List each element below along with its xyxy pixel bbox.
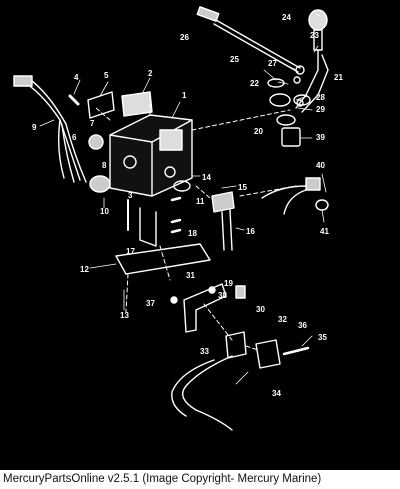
callout-18: 18 [188, 229, 197, 238]
copyright-caption: MercuryPartsOnline v2.5.1 (Image Copyrig… [0, 470, 400, 489]
callout-26: 26 [180, 33, 189, 42]
callout-40: 40 [316, 161, 325, 170]
callout-20: 20 [254, 127, 263, 136]
callout-17: 17 [126, 247, 135, 256]
callout-41: 41 [320, 227, 329, 236]
callout-16: 16 [246, 227, 255, 236]
callout-5: 5 [104, 71, 109, 80]
callout-24: 24 [282, 13, 291, 22]
callout-10: 10 [100, 207, 109, 216]
screw [68, 94, 80, 106]
callout-29: 29 [316, 105, 325, 114]
callout-6: 6 [72, 133, 77, 142]
key-switch [88, 134, 104, 150]
callout-27: 27 [268, 59, 277, 68]
throttle-cable [182, 355, 233, 431]
bolts [170, 196, 182, 234]
callout-30: 30 [256, 305, 265, 314]
callout-numbers: 1 2 3 4 5 6 7 8 9 10 11 12 13 14 15 16 1… [32, 13, 343, 398]
callout-32: 32 [278, 315, 287, 324]
callout-12: 12 [80, 265, 89, 274]
callout-22: 22 [250, 79, 259, 88]
neutral-switch [211, 191, 235, 213]
bracket [139, 207, 157, 247]
control-box [109, 114, 193, 197]
cover [121, 91, 153, 117]
mounting-plate [87, 91, 115, 119]
spacer [173, 180, 191, 192]
callout-38: 38 [218, 291, 227, 300]
switch-wires [221, 209, 233, 251]
callout-34: 34 [272, 389, 281, 398]
callout-21: 21 [334, 73, 343, 82]
callout-8: 8 [102, 161, 107, 170]
callout-7: 7 [90, 119, 95, 128]
callout-15: 15 [238, 183, 247, 192]
callout-1: 1 [182, 91, 187, 100]
callout-9: 9 [32, 123, 37, 132]
cable-anchor [255, 339, 281, 369]
callout-19: 19 [224, 279, 233, 288]
throttle-lever [183, 283, 227, 333]
callout-39: 39 [316, 133, 325, 142]
trim-switch [261, 177, 329, 215]
callout-2: 2 [148, 69, 153, 78]
callout-35: 35 [318, 333, 327, 342]
callout-37: 37 [146, 299, 155, 308]
callout-25: 25 [230, 55, 239, 64]
callout-14: 14 [202, 173, 211, 182]
bracket-plate [281, 127, 301, 147]
cable-bracket [225, 331, 247, 359]
washers [267, 76, 304, 126]
callout-36: 36 [298, 321, 307, 330]
callout-33: 33 [200, 347, 209, 356]
control-lever [293, 9, 329, 113]
callout-13: 13 [120, 311, 129, 320]
wire-harness [13, 75, 87, 183]
exploded-view-drawing: 1 2 3 4 5 6 7 8 9 10 11 12 13 14 15 16 1… [13, 6, 343, 431]
switch [89, 175, 111, 193]
callout-4: 4 [74, 73, 79, 82]
base-plate [115, 243, 211, 275]
callout-11: 11 [196, 197, 205, 206]
callout-31: 31 [186, 271, 195, 280]
callout-28: 28 [316, 93, 325, 102]
callout-23: 23 [310, 31, 319, 40]
parts-diagram: 1 2 3 4 5 6 7 8 9 10 11 12 13 14 15 16 1… [13, 6, 344, 431]
callout-3: 3 [128, 191, 133, 200]
